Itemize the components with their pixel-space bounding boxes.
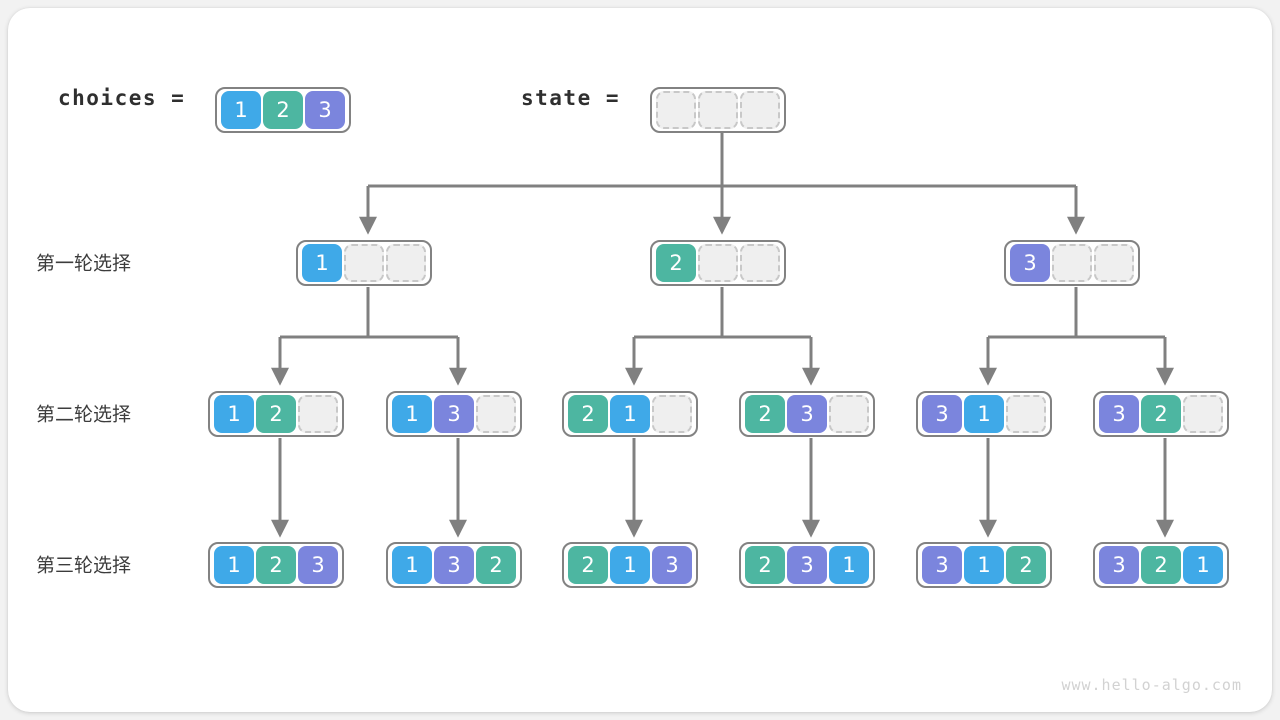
- node-32-cell-2: [1183, 395, 1223, 433]
- diagram-card: [8, 8, 1272, 712]
- watermark: www.hello-algo.com: [1061, 676, 1242, 694]
- node-13-cell-1: 3: [434, 395, 474, 433]
- row-label-round1: 第一轮选择: [36, 252, 132, 275]
- node-312-cell-1: 1: [964, 546, 1004, 584]
- node-213-cell-1: 1: [610, 546, 650, 584]
- state-array: [650, 87, 786, 133]
- node-1: 1: [296, 240, 432, 286]
- node-132-cell-1: 3: [434, 546, 474, 584]
- node-3-cell-0: 3: [1010, 244, 1050, 282]
- state-cell-1: [698, 91, 738, 129]
- node-3: 3: [1004, 240, 1140, 286]
- node-23-cell-0: 2: [745, 395, 785, 433]
- node-31-cell-1: 1: [964, 395, 1004, 433]
- node-123-cell-1: 2: [256, 546, 296, 584]
- node-2: 2: [650, 240, 786, 286]
- node-3-cell-1: [1052, 244, 1092, 282]
- node-231-cell-0: 2: [745, 546, 785, 584]
- node-213-cell-0: 2: [568, 546, 608, 584]
- node-312-cell-2: 2: [1006, 546, 1046, 584]
- node-321-cell-2: 1: [1183, 546, 1223, 584]
- node-13-cell-2: [476, 395, 516, 433]
- node-321-cell-0: 3: [1099, 546, 1139, 584]
- node-31-cell-2: [1006, 395, 1046, 433]
- choices-cell-1: 2: [263, 91, 303, 129]
- node-1-cell-1: [344, 244, 384, 282]
- node-21-cell-0: 2: [568, 395, 608, 433]
- node-12-cell-0: 1: [214, 395, 254, 433]
- state-cell-0: [656, 91, 696, 129]
- node-13-cell-0: 1: [392, 395, 432, 433]
- node-12-cell-2: [298, 395, 338, 433]
- node-123-cell-2: 3: [298, 546, 338, 584]
- node-32-cell-1: 2: [1141, 395, 1181, 433]
- node-132-cell-2: 2: [476, 546, 516, 584]
- state-label: state =: [521, 86, 621, 110]
- node-213-cell-2: 3: [652, 546, 692, 584]
- choices-cell-2: 3: [305, 91, 345, 129]
- node-1-cell-0: 1: [302, 244, 342, 282]
- node-21-cell-2: [652, 395, 692, 433]
- node-23-cell-2: [829, 395, 869, 433]
- node-231-cell-2: 1: [829, 546, 869, 584]
- state-cell-2: [740, 91, 780, 129]
- node-1-cell-2: [386, 244, 426, 282]
- choices-label: choices =: [58, 86, 186, 110]
- node-3-cell-2: [1094, 244, 1134, 282]
- node-123-cell-0: 1: [214, 546, 254, 584]
- node-12-cell-1: 2: [256, 395, 296, 433]
- node-2-cell-1: [698, 244, 738, 282]
- node-31-cell-0: 3: [922, 395, 962, 433]
- node-321-cell-1: 2: [1141, 546, 1181, 584]
- node-2-cell-0: 2: [656, 244, 696, 282]
- node-312-cell-0: 3: [922, 546, 962, 584]
- node-2-cell-2: [740, 244, 780, 282]
- row-label-round3: 第三轮选择: [36, 554, 132, 577]
- node-32-cell-0: 3: [1099, 395, 1139, 433]
- node-132-cell-0: 1: [392, 546, 432, 584]
- choices-cell-0: 1: [221, 91, 261, 129]
- row-label-round2: 第二轮选择: [36, 403, 132, 426]
- node-231-cell-1: 3: [787, 546, 827, 584]
- node-21-cell-1: 1: [610, 395, 650, 433]
- node-23-cell-1: 3: [787, 395, 827, 433]
